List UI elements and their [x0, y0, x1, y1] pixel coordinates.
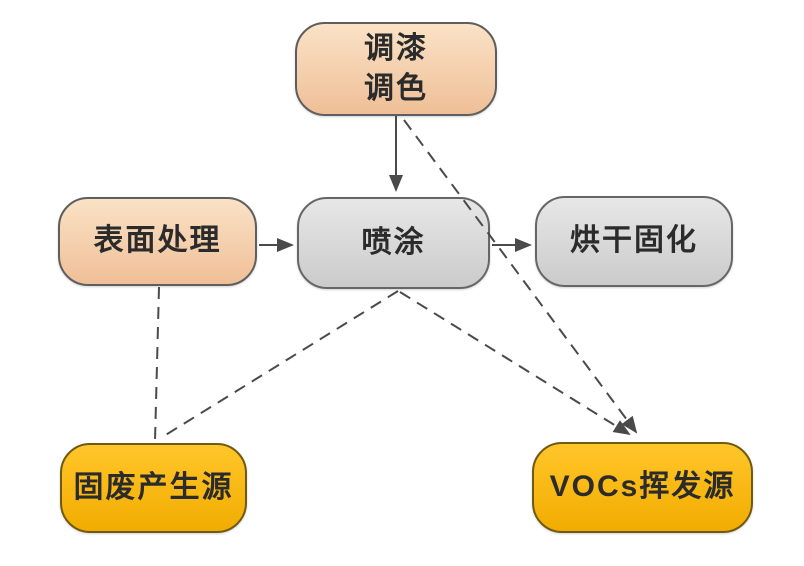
node-surface-treatment-label: 表面处理	[93, 224, 222, 258]
node-spraying: 喷涂	[297, 197, 490, 289]
node-paint-mixing-label: 调漆 调色	[364, 31, 428, 106]
node-vocs-source-label: VOCs挥发源	[549, 470, 736, 504]
node-surface-treatment: 表面处理	[58, 197, 257, 286]
node-vocs-source: VOCs挥发源	[532, 442, 753, 533]
node-solid-waste-source: 固废产生源	[60, 443, 247, 533]
node-paint-mixing: 调漆 调色	[295, 22, 497, 116]
node-drying-curing-label: 烘干固化	[570, 224, 698, 258]
edge-spraying-to-vocs-source	[399, 291, 631, 436]
node-drying-curing: 烘干固化	[535, 196, 733, 287]
edge-surface-treatment-to-solid-waste-source	[154, 286, 160, 442]
node-solid-waste-source-label: 固废产生源	[73, 470, 234, 504]
node-spraying-label: 喷涂	[361, 225, 426, 259]
edge-spraying-to-solid-waste-source	[163, 290, 399, 437]
